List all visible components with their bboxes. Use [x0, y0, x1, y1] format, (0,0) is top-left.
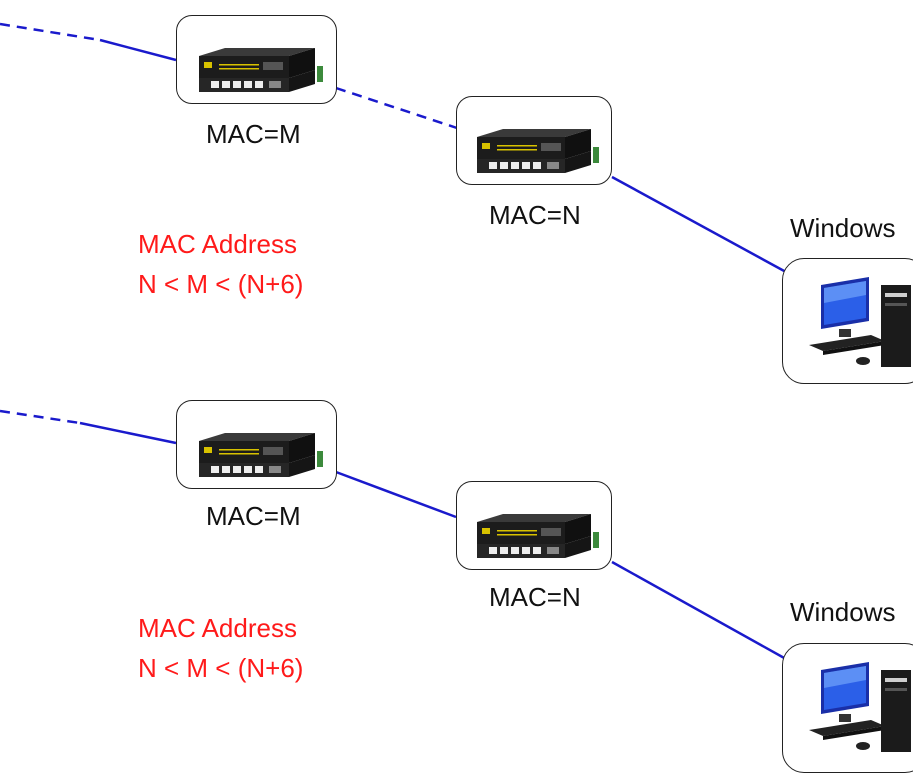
note-condition: N < M < (N+6): [138, 269, 304, 299]
switch-n-node: [456, 96, 612, 185]
link-upstream-1: [99, 38, 177, 62]
switch-n-node: [456, 481, 612, 570]
dashed-link-m-to-n-1: [335, 86, 458, 130]
switch-icon: [199, 433, 323, 477]
host-label: Windows: [790, 597, 896, 627]
mac-address-note: MAC Address N < M < (N+6): [138, 224, 303, 304]
switch-icon: [477, 514, 599, 558]
note-condition: N < M < (N+6): [138, 653, 304, 683]
switch-icon: [477, 129, 599, 173]
link-n-to-host-2: [611, 560, 787, 661]
switch-m-node: [176, 15, 337, 104]
computer-icon: [809, 662, 911, 752]
host-label: Windows: [790, 213, 896, 243]
note-title: MAC Address: [138, 229, 297, 259]
windows-pc-node: [782, 258, 913, 384]
switch-m-node: [176, 400, 337, 489]
switch-icon: [199, 48, 323, 92]
switch-n-label: MAC=N: [489, 200, 581, 230]
switch-m-label: MAC=M: [206, 501, 301, 531]
link-m-to-n-2: [335, 470, 457, 519]
note-title: MAC Address: [138, 613, 297, 643]
switch-n-label: MAC=N: [489, 582, 581, 612]
windows-pc-node: [782, 643, 913, 773]
link-n-to-host-1: [611, 175, 787, 274]
switch-m-label: MAC=M: [206, 119, 301, 149]
link-upstream-2: [79, 421, 177, 445]
dashed-link-upstream-1: [0, 22, 101, 42]
mac-address-note: MAC Address N < M < (N+6): [138, 608, 303, 688]
computer-icon: [809, 277, 911, 367]
dashed-link-upstream-2: [0, 409, 81, 425]
